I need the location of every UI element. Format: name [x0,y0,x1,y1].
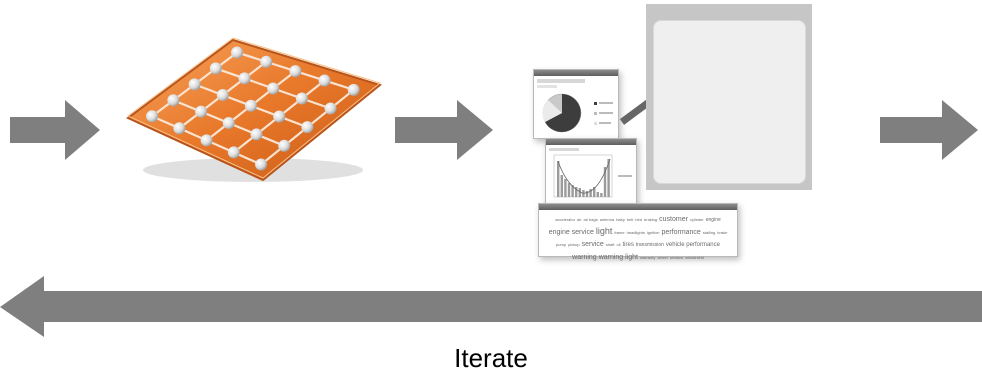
word-cloud-word: shaft [605,242,615,247]
mini-bar [600,193,603,197]
word-cloud-word: transmission [635,242,664,248]
grid-node [231,46,244,59]
grid-node [167,94,180,107]
grid-node [200,134,213,147]
word-cloud-word: warning light [598,254,638,261]
word-cloud-word: air bags [583,217,598,222]
mini-bar [560,175,563,197]
word-cloud-word: window [669,255,684,260]
grid-node [260,55,273,68]
grid-node [173,122,186,135]
word-cloud-word: cylinder [689,217,704,222]
mini-bar [603,167,607,197]
flow-arrow-1 [10,100,100,160]
grid-node [267,82,280,95]
grid-node [227,146,240,159]
grid-node [324,102,337,115]
grid-node [146,110,159,123]
mini-bar [575,187,578,197]
grid-node [278,139,291,152]
word-cloud-word: engine [705,217,721,223]
grid-node [273,110,286,123]
mini-bar [564,179,567,197]
word-cloud-word: air [577,217,582,222]
word-cloud-word: oil [616,242,621,247]
word-cloud-word: braking [644,217,658,222]
word-cloud-word: brake [717,230,728,235]
word-cloud-word: pump [556,242,567,247]
word-cloud-word: wheel [657,255,668,260]
bar-chart-window [545,138,637,208]
word-cloud-word: light [595,226,613,236]
grid-node [318,74,331,87]
word-cloud-word: bird [635,217,643,222]
word-cloud-word: warning [572,254,597,261]
grid-node [245,99,257,112]
flow-arrow-2 [395,100,493,160]
grid-node [301,121,314,134]
grid-node [347,83,360,96]
grid-node [209,62,222,75]
word-cloud-word: engine service [548,229,594,236]
mini-bar [593,187,596,197]
flow-arrow-3 [880,100,978,160]
word-cloud-word: pickup [568,242,580,247]
word-cloud-word: frame [614,230,625,235]
orange-node-grid-icon [118,30,388,190]
iterate-label: Iterate [454,343,528,373]
iterate-arrow [0,274,982,340]
mini-bar [596,192,599,197]
grid-node [216,89,229,102]
mini-bar [578,188,581,197]
word-cloud-word: vehicle performance [665,242,720,248]
grid-node [255,158,268,171]
grid-node [289,65,302,78]
grid-node [188,78,201,91]
word-cloud-word: ignition [646,230,660,235]
word-cloud-word: windshield [685,255,704,260]
mini-bar [557,161,560,197]
mini-bar [585,191,589,197]
word-cloud-word: warranty [640,255,656,260]
mini-bar [571,185,574,197]
grid-node [250,128,263,141]
word-cloud-word: belt [626,217,634,222]
pie-chart-window [533,69,619,139]
mini-bar [607,159,610,197]
word-cloud-word: antenna [599,217,615,222]
word-cloud-word: headlights [626,230,645,235]
word-cloud-word: performance [661,229,701,236]
mini-bar [589,189,592,197]
grid-node [295,92,308,105]
grid-node [238,72,251,85]
word-cloud-word: service [581,241,604,248]
word-cloud-word: accelerator [555,217,576,222]
output-panel-inner [653,20,806,184]
output-panel [646,4,812,190]
word-cloud-word: tires [622,242,634,248]
grid-node [195,105,208,118]
mini-bar [567,183,571,197]
word-cloud-word: baby [616,217,625,222]
word-cloud-word: customer [659,216,688,223]
word-cloud-word: stalling [702,230,716,235]
grid-node [222,117,235,130]
